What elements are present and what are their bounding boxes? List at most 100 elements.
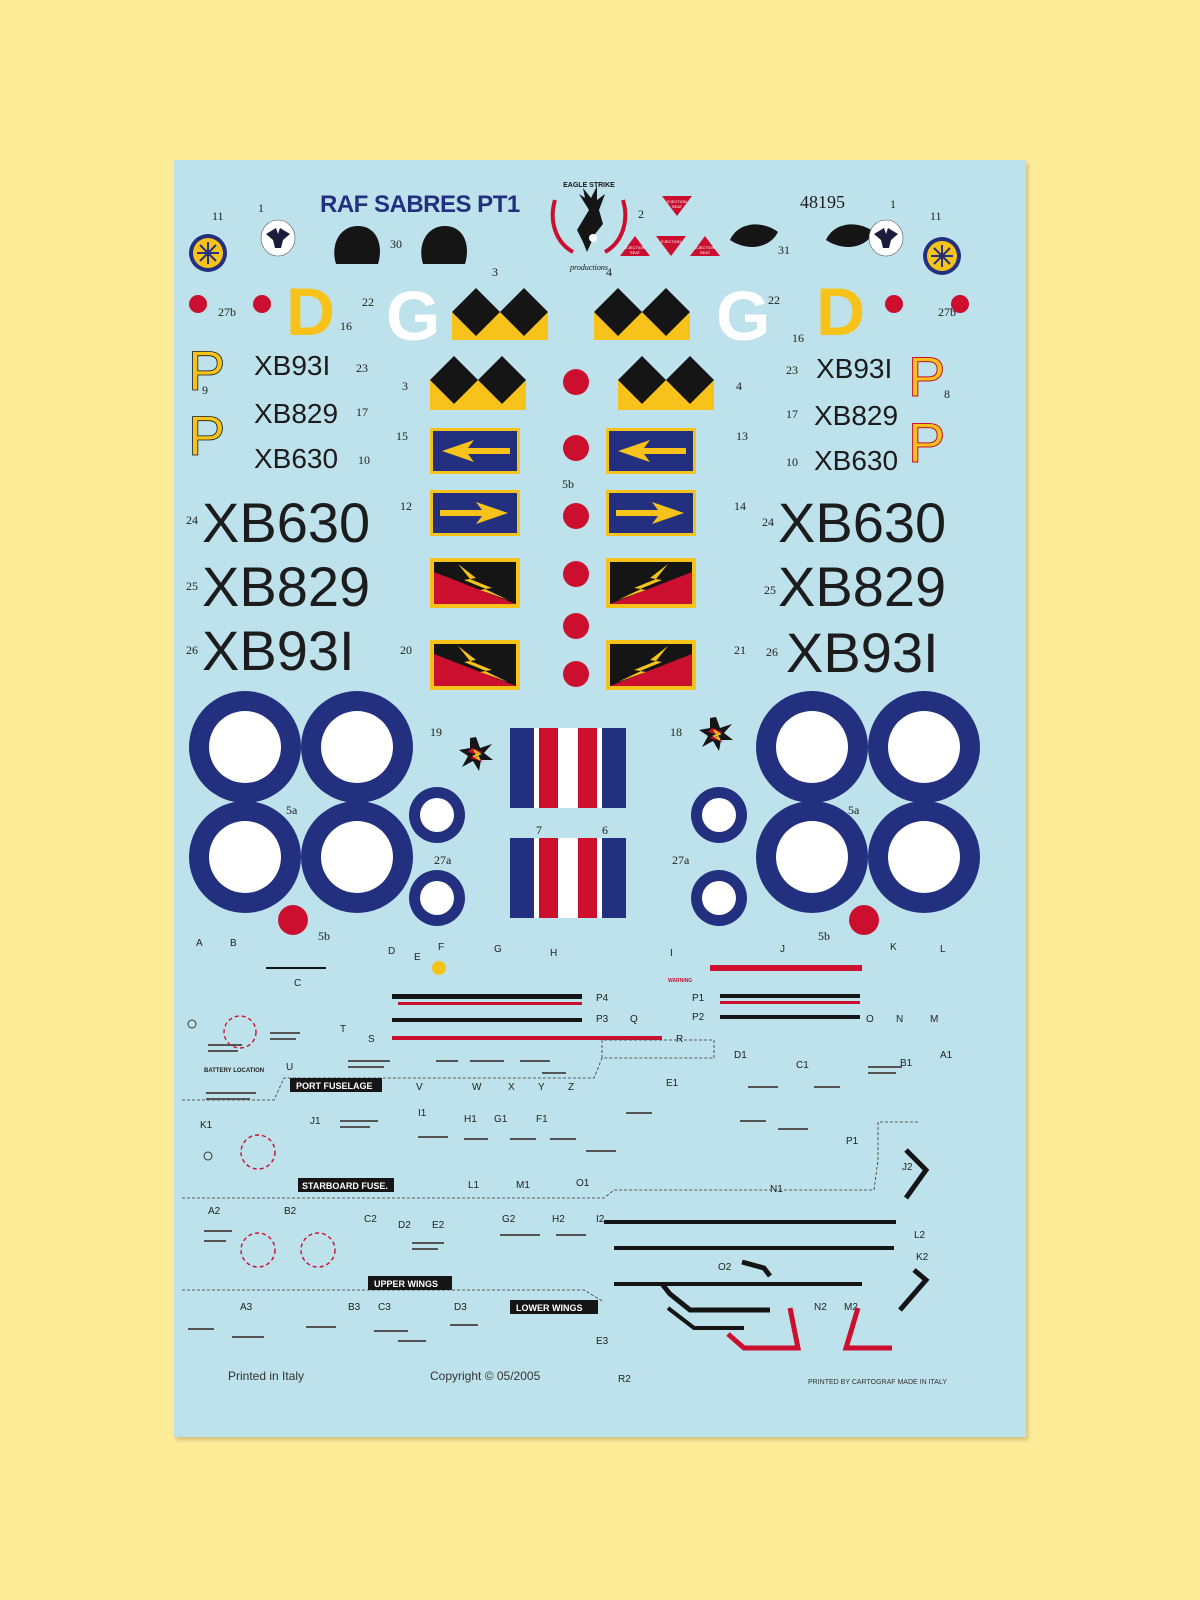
svg-text:A: A: [196, 938, 203, 949]
svg-text:5a: 5a: [286, 803, 298, 817]
windscreen-31-b: [826, 224, 874, 247]
svg-text:25: 25: [764, 583, 776, 597]
svg-text:H: H: [550, 948, 557, 959]
logo-text-bottom: productions: [569, 263, 608, 272]
serial-large-24-left: XB630: [202, 491, 370, 554]
eagle-badge-1-right: [868, 219, 904, 257]
serial-small-10-right: XB630: [814, 445, 898, 476]
svg-text:P1: P1: [846, 1136, 859, 1147]
svg-text:I1: I1: [418, 1108, 427, 1119]
svg-text:25: 25: [186, 579, 198, 593]
serial-large-26-left: XB93I: [202, 619, 355, 682]
copyright-notice: Copyright © 05/2005: [430, 1369, 541, 1383]
svg-text:22: 22: [362, 295, 374, 309]
letter-p-8b: P: [908, 411, 945, 474]
svg-text:D: D: [388, 946, 395, 957]
stencil-yellow-dot: [432, 961, 446, 975]
stencil-small-circle: [203, 1151, 213, 1161]
svg-text:10: 10: [358, 453, 370, 467]
decal-sheet: RAF SABRES PT1 EAGLE STRIKE productions …: [174, 160, 1026, 1437]
windscreen-30-a: [334, 226, 380, 264]
svg-text:5b: 5b: [818, 929, 830, 943]
svg-text:M1: M1: [516, 1180, 530, 1191]
svg-text:K: K: [890, 942, 897, 953]
svg-text:5b: 5b: [562, 477, 574, 491]
section-label-port-fuselage: PORT FUSELAGE: [290, 1078, 382, 1092]
svg-text:23: 23: [786, 363, 798, 377]
svg-text:4: 4: [606, 265, 612, 279]
svg-text:G: G: [494, 944, 502, 955]
svg-text:9: 9: [202, 383, 208, 397]
svg-text:R: R: [676, 1034, 683, 1045]
svg-text:F: F: [438, 942, 444, 953]
svg-text:R2: R2: [618, 1374, 631, 1385]
svg-text:G1: G1: [494, 1114, 508, 1125]
svg-text:2: 2: [638, 207, 644, 221]
svg-text:EJECTION: EJECTION: [695, 245, 715, 250]
svg-text:U: U: [286, 1062, 293, 1073]
svg-text:26: 26: [766, 645, 778, 659]
svg-text:4: 4: [736, 379, 742, 393]
serial-small-23-left: XB93I: [254, 350, 330, 381]
svg-text:12: 12: [400, 499, 412, 513]
squadron-badge-11-left: [189, 234, 227, 272]
roundel-27a-left: [409, 787, 465, 926]
svg-text:S: S: [368, 1034, 375, 1045]
svg-text:16: 16: [792, 331, 804, 345]
svg-text:SEAT: SEAT: [700, 250, 711, 255]
eagle-icon: [874, 228, 898, 248]
svg-text:L1: L1: [468, 1180, 480, 1191]
svg-text:27a: 27a: [672, 853, 690, 867]
red-dot-27b: [885, 295, 903, 313]
svg-text:M2: M2: [844, 1302, 858, 1313]
roundel-5a-right: [756, 691, 980, 913]
svg-text:14: 14: [734, 499, 746, 513]
svg-text:17: 17: [356, 405, 368, 419]
sheet-title: RAF SABRES PT1: [320, 191, 520, 218]
svg-text:1: 1: [258, 201, 264, 215]
svg-text:L: L: [940, 944, 946, 955]
red-dot-column-5b: [563, 369, 589, 687]
svg-text:22: 22: [768, 293, 780, 307]
svg-text:27a: 27a: [434, 853, 452, 867]
svg-text:11: 11: [212, 209, 224, 223]
svg-text:P4: P4: [596, 993, 609, 1004]
svg-text:A3: A3: [240, 1302, 253, 1313]
svg-text:EJECTION: EJECTION: [667, 199, 687, 204]
svg-text:A2: A2: [208, 1206, 221, 1217]
svg-text:X: X: [508, 1082, 515, 1093]
fin-flash-6: [510, 838, 626, 918]
svg-text:N1: N1: [770, 1184, 783, 1195]
svg-text:STARBOARD FUSE.: STARBOARD FUSE.: [302, 1181, 388, 1191]
stencil-section-dividers: [182, 1039, 918, 1303]
letter-d-left: D: [286, 274, 335, 350]
svg-text:C1: C1: [796, 1060, 809, 1071]
svg-text:I2: I2: [596, 1214, 605, 1225]
svg-text:E1: E1: [666, 1078, 679, 1089]
svg-text:H1: H1: [464, 1114, 477, 1125]
svg-text:1: 1: [890, 197, 896, 211]
svg-text:Z: Z: [568, 1082, 574, 1093]
svg-text:15: 15: [396, 429, 408, 443]
svg-text:B2: B2: [284, 1206, 297, 1217]
svg-text:P2: P2: [692, 1012, 705, 1023]
svg-text:21: 21: [734, 643, 746, 657]
svg-text:D1: D1: [734, 1050, 747, 1061]
serial-small-17-left: XB829: [254, 398, 338, 429]
svg-text:N: N: [896, 1014, 903, 1025]
svg-text:J2: J2: [902, 1162, 913, 1173]
stencil-codes: A B D E F G H I J K L C P4 P1 P3 Q P2 O …: [196, 938, 953, 1385]
svg-text:26: 26: [186, 643, 198, 657]
svg-text:UPPER WINGS: UPPER WINGS: [374, 1279, 438, 1289]
svg-text:Q: Q: [630, 1014, 638, 1025]
letter-p-9: P: [188, 339, 225, 402]
svg-text:W: W: [472, 1082, 482, 1093]
arrow-panel-15: [430, 428, 520, 474]
svg-text:24: 24: [762, 515, 774, 529]
arrow-panel-14: [606, 490, 696, 536]
squadron-badge-11-right: [923, 237, 961, 275]
svg-text:SEAT: SEAT: [630, 250, 641, 255]
svg-text:A1: A1: [940, 1050, 953, 1061]
eagle-strike-logo: EAGLE STRIKE productions: [550, 182, 628, 272]
svg-text:31: 31: [778, 243, 790, 257]
